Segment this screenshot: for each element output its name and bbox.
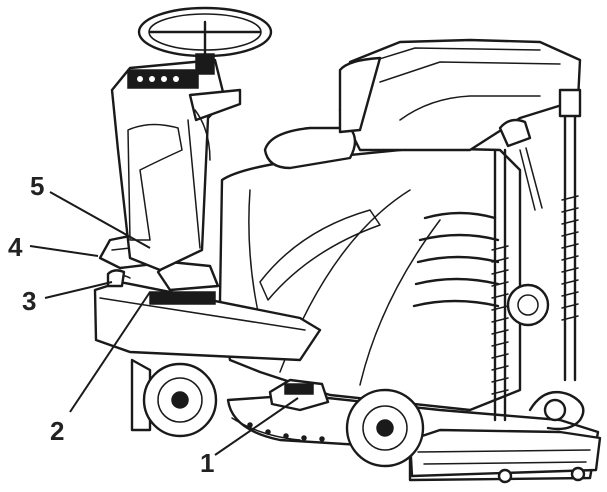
leader-4: [29, 245, 99, 257]
side-vents: [412, 211, 500, 308]
leader-5: [49, 191, 151, 249]
front-wheel: [130, 358, 218, 438]
recovery-tank-hood: [338, 38, 582, 152]
callout-leaders: [29, 191, 299, 456]
steering-wheel: [137, 6, 273, 75]
callout-1: 1: [200, 448, 214, 478]
callout-4: 4: [8, 232, 23, 262]
front-bumper: [93, 269, 322, 362]
leader-2: [69, 291, 151, 413]
leader-1: [214, 397, 299, 456]
machine-body: [218, 146, 522, 412]
callout-2: 2: [50, 416, 64, 446]
brush-head: [268, 378, 330, 412]
steering-column: [110, 58, 242, 272]
ride-on-scrubber-illustration: [93, 6, 602, 484]
hoses: [491, 88, 582, 422]
squeegee-assembly: [408, 390, 602, 484]
leader-3: [44, 281, 113, 299]
callout-5: 5: [30, 171, 44, 201]
deck-rivets: [247, 422, 325, 442]
callout-3: 3: [22, 286, 36, 316]
operator-seat: [263, 56, 382, 170]
callout-labels: 1 2 3 4 5: [8, 171, 214, 478]
rear-wheel: [345, 388, 425, 468]
dashboard-panel: [127, 69, 199, 89]
hose-coils: [491, 147, 579, 395]
